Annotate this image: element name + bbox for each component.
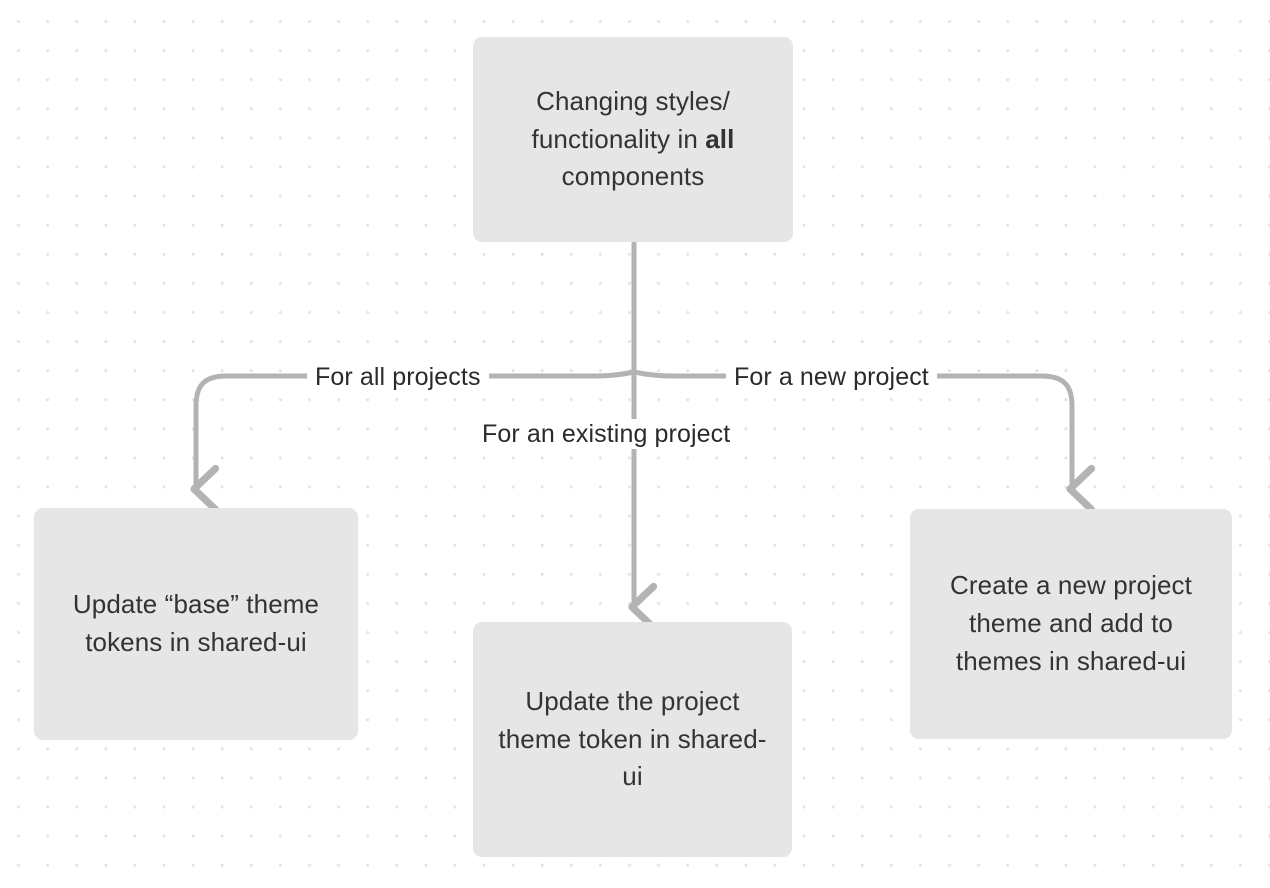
- node-update-base-theme-tokens[interactable]: Update “base” theme tokens in shared-ui: [34, 508, 358, 740]
- node-create-new-project-theme-label: Create a new project theme and add to th…: [950, 570, 1192, 676]
- emphasis-all: all: [705, 123, 735, 154]
- node-changing-styles[interactable]: Changing styles/ functionality in all co…: [473, 37, 793, 242]
- node-create-new-project-theme[interactable]: Create a new project theme and add to th…: [910, 509, 1232, 739]
- edge-label-for-a-new-project: For a new project: [726, 362, 937, 392]
- edge-label-for-an-existing-project: For an existing project: [474, 419, 739, 449]
- node-update-project-theme-token-label: Update the project theme token in shared…: [498, 685, 767, 792]
- node-changing-styles-label: Changing styles/ functionality in all co…: [531, 85, 735, 192]
- node-update-project-theme-token[interactable]: Update the project theme token in shared…: [473, 622, 792, 857]
- node-update-base-theme-tokens-label: Update “base” theme tokens in shared-ui: [72, 589, 320, 657]
- edge-label-for-all-projects: For all projects: [307, 362, 489, 392]
